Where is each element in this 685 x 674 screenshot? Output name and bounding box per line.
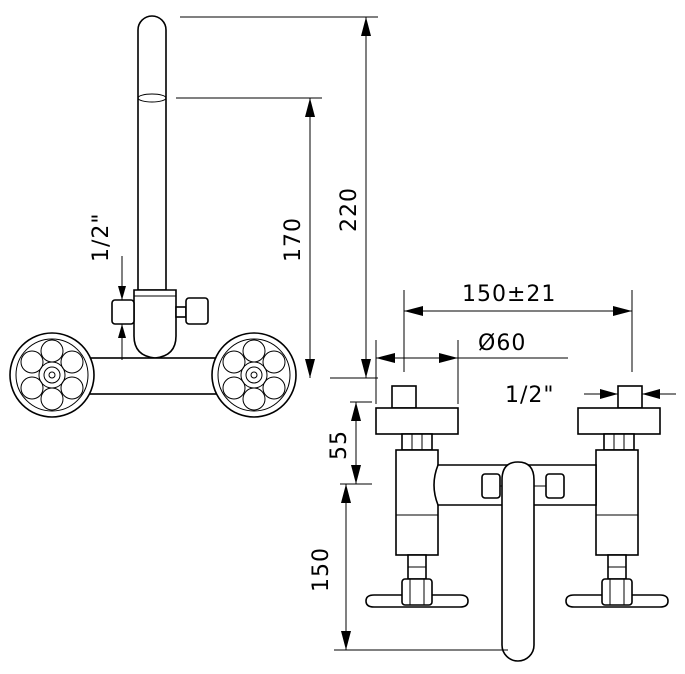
front-flange-right bbox=[577, 407, 661, 435]
side-spout-tube bbox=[137, 15, 167, 291]
front-diameter-dimension: Ø60 bbox=[375, 331, 568, 404]
front-offset-top-dimension: 55 bbox=[327, 401, 372, 485]
front-handle-left bbox=[365, 578, 469, 608]
front-handle-right bbox=[565, 578, 669, 608]
front-spout bbox=[501, 461, 535, 662]
front-offset-bottom-dimension: 150 bbox=[309, 484, 508, 651]
front-inlet-left bbox=[391, 385, 417, 409]
front-offset-top-label: 55 bbox=[327, 430, 352, 460]
front-diverter-left bbox=[481, 473, 501, 499]
side-inlet-dimension: 1/2" bbox=[89, 212, 126, 360]
front-nut-left bbox=[401, 433, 433, 451]
front-diameter-label: Ø60 bbox=[478, 331, 526, 356]
front-view: 150±21 Ø60 1/2" 55 bbox=[309, 282, 676, 662]
side-diverter-knob bbox=[185, 297, 209, 325]
front-spacing-dimension: 150±21 bbox=[403, 282, 633, 372]
front-spacing-label: 150±21 bbox=[462, 282, 556, 307]
side-valve-body bbox=[133, 289, 177, 359]
side-handle-left bbox=[9, 332, 95, 418]
front-nut-right bbox=[603, 433, 635, 451]
side-spout-height-label: 170 bbox=[281, 217, 306, 262]
side-spout-height-dimension: 170 bbox=[176, 97, 322, 378]
front-flange-left bbox=[375, 407, 459, 435]
side-total-height-dimension: 220 bbox=[180, 16, 378, 379]
side-inlet-nut bbox=[111, 299, 135, 325]
front-inlet-right bbox=[617, 385, 643, 409]
side-diverter-stem bbox=[175, 306, 187, 318]
front-offset-bottom-label: 150 bbox=[309, 547, 334, 592]
side-spout-ring bbox=[137, 93, 167, 103]
side-handle-right bbox=[211, 332, 297, 418]
front-diverter-right bbox=[545, 473, 565, 499]
side-view: 1/2" 220 170 bbox=[9, 15, 378, 418]
front-inlet-dimension: 1/2" bbox=[505, 383, 676, 408]
front-inlet-label: 1/2" bbox=[505, 383, 555, 408]
side-inlet-label: 1/2" bbox=[89, 212, 114, 262]
front-valve-body-left bbox=[395, 449, 439, 556]
front-valve-body-right bbox=[595, 449, 639, 556]
side-total-height-label: 220 bbox=[337, 187, 362, 232]
